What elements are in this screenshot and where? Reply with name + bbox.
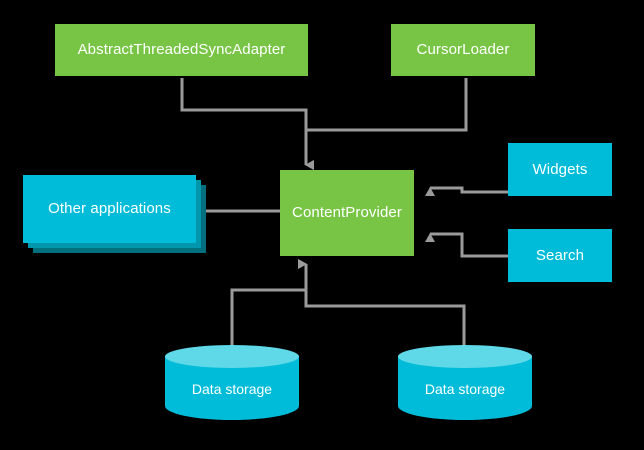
node-label-cursorloader: CursorLoader [416, 41, 510, 59]
connector-syncadapter-to-contentprovider [180, 78, 314, 170]
node-abstractthreadedsyncadapter[interactable]: AbstractThreadedSyncAdapter [55, 24, 308, 76]
cylinder-top-left [165, 345, 299, 368]
node-data-storage-right[interactable]: Data storage [398, 345, 532, 420]
node-widgets[interactable]: Widgets [508, 143, 612, 196]
node-other-applications[interactable]: Other applications [23, 175, 196, 243]
node-data-storage-left[interactable]: Data storage [165, 345, 299, 420]
node-search[interactable]: Search [508, 229, 612, 282]
node-cursorloader[interactable]: CursorLoader [391, 24, 535, 76]
cylinder-top-right [398, 345, 532, 368]
node-label-search: Search [535, 246, 585, 264]
node-label-widgets: Widgets [532, 160, 588, 178]
node-label-abstractthreadedsyncadapter: AbstractThreadedSyncAdapter [77, 41, 286, 59]
node-contentprovider[interactable]: ContentProvider [280, 170, 414, 256]
node-label-data-storage-left: Data storage [191, 381, 273, 397]
connector-widgets-to-contentprovider [425, 186, 508, 196]
node-label-other-applications: Other applications [48, 200, 171, 218]
connector-cursorloader-to-contentprovider [304, 78, 468, 170]
node-label-data-storage-right: Data storage [424, 381, 506, 397]
connector-search-to-contentprovider [425, 232, 508, 258]
connector-datastorage-left-to-contentprovider [230, 259, 308, 350]
connector-datastorage-right-to-contentprovider [298, 259, 466, 350]
node-label-contentprovider: ContentProvider [292, 204, 402, 222]
